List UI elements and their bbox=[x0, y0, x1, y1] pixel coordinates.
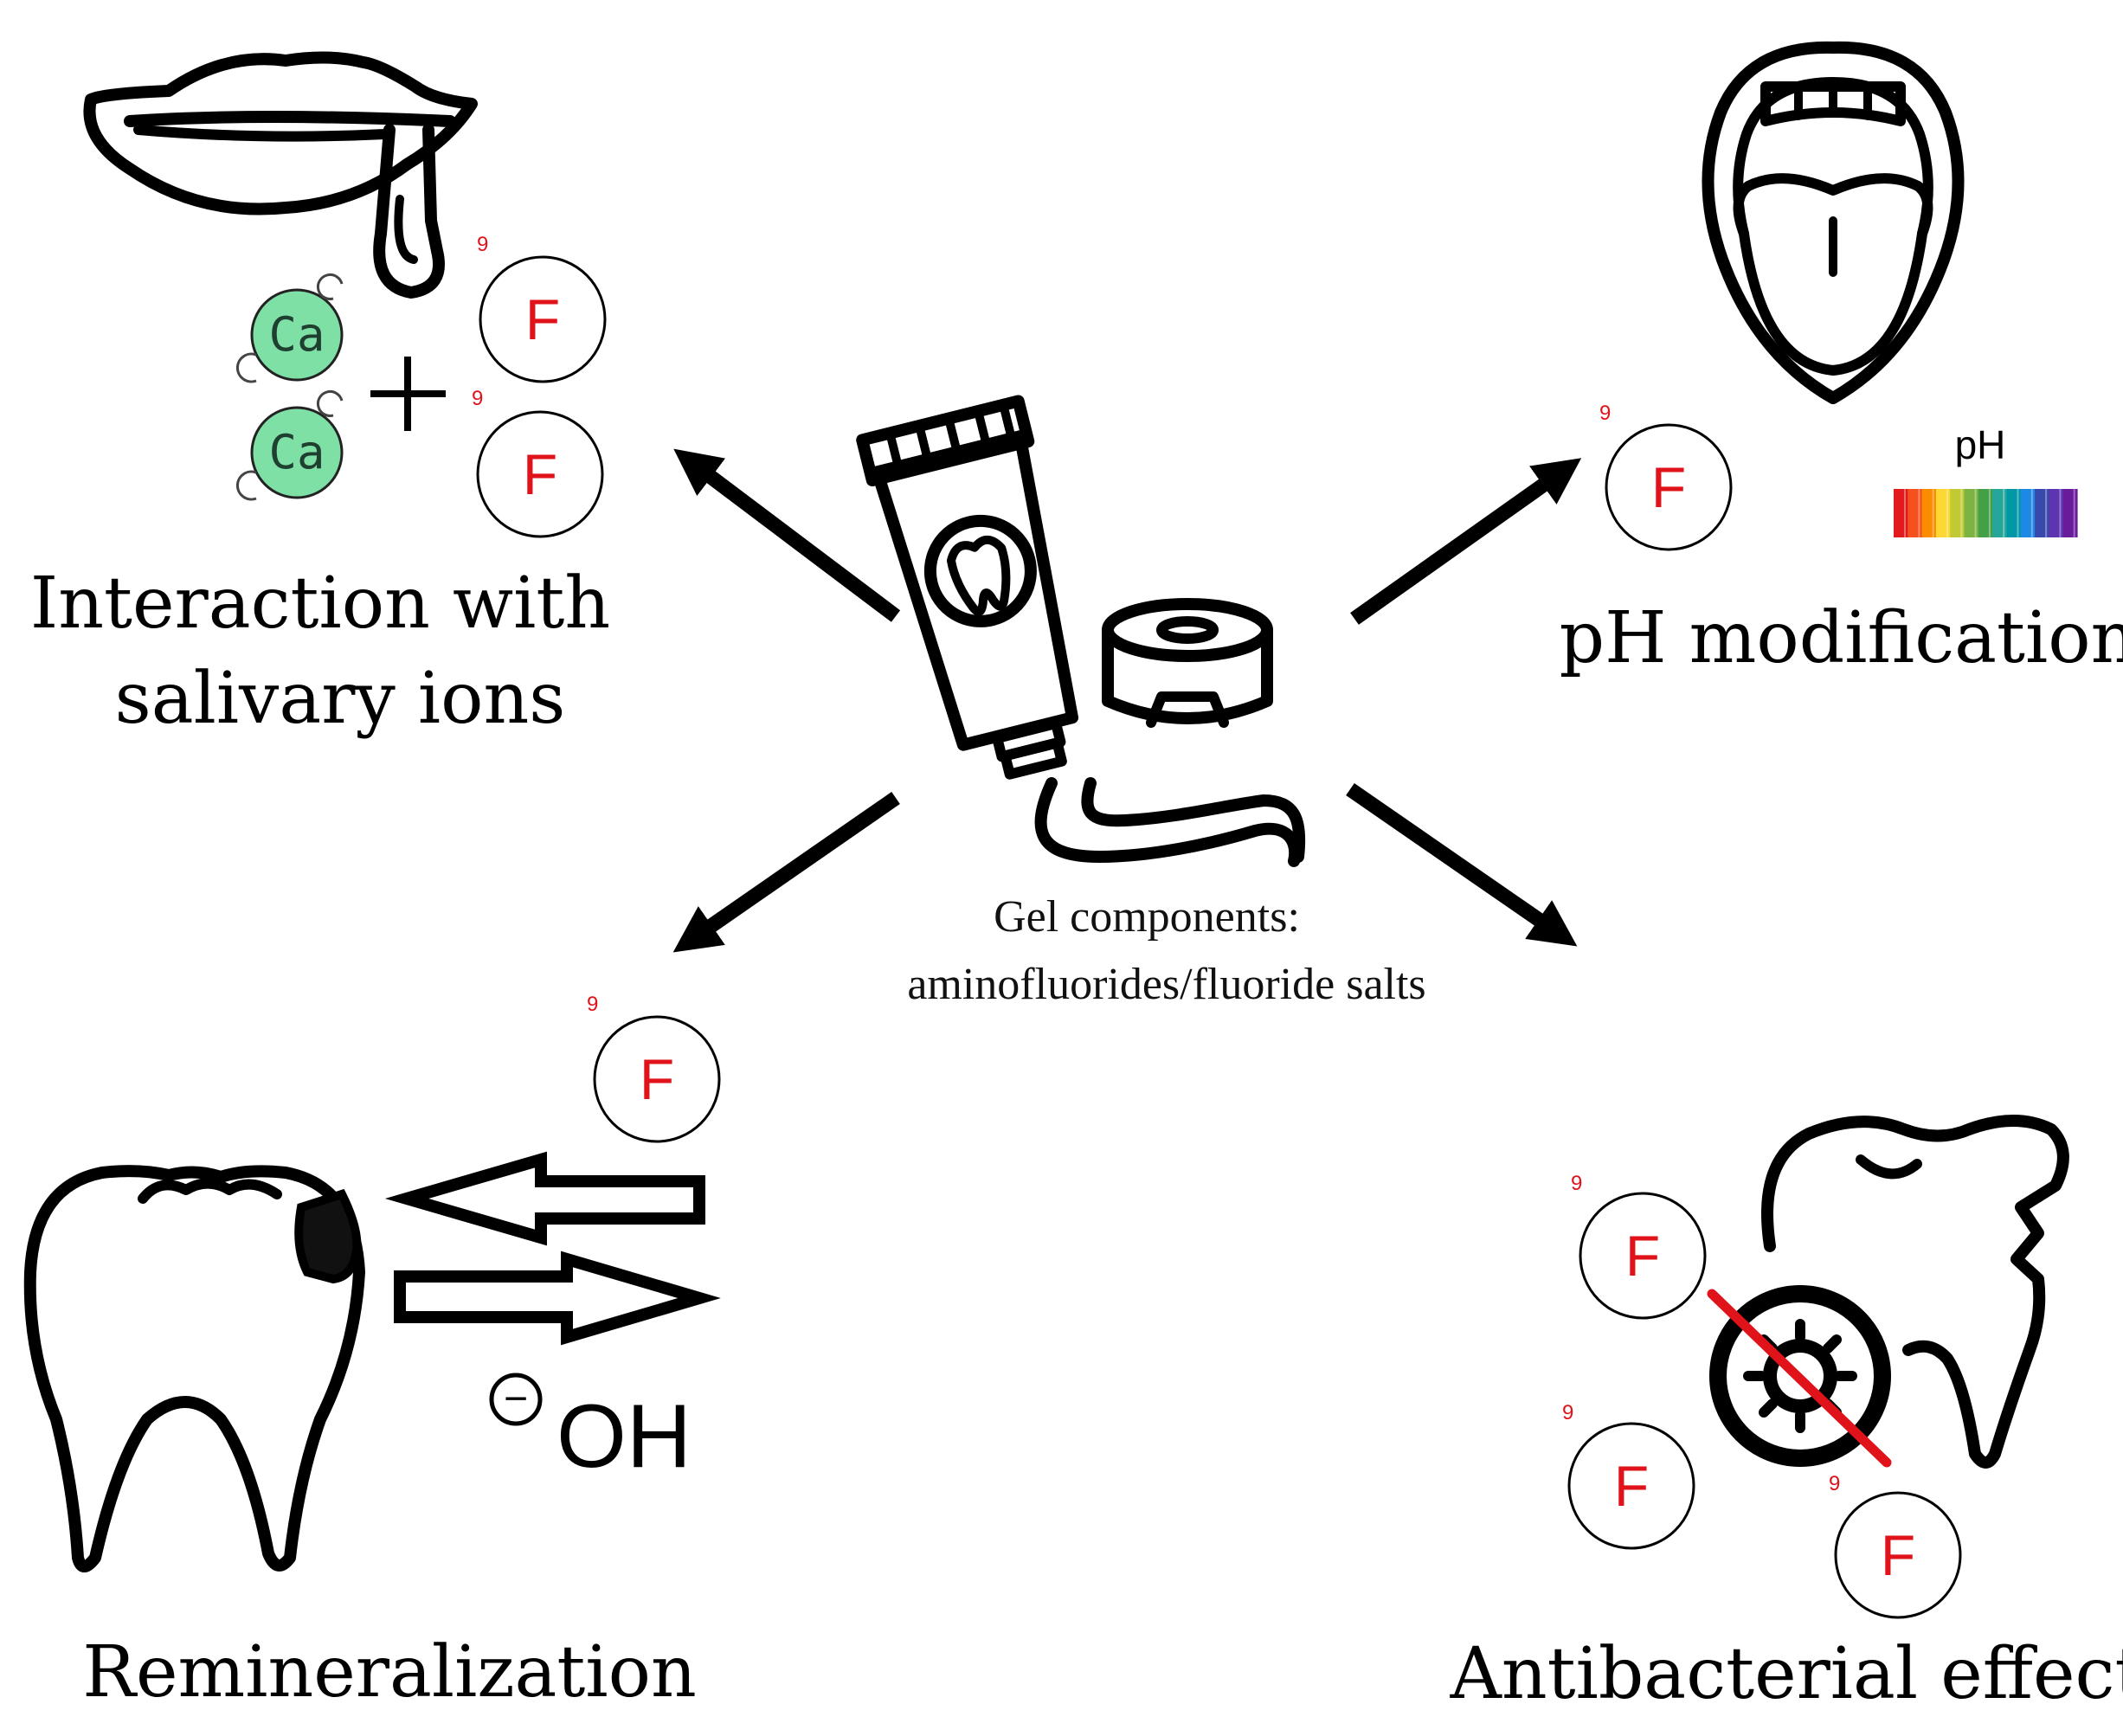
fluorine-number: 9 bbox=[1571, 1172, 1582, 1195]
gel-tube-icon bbox=[856, 395, 1306, 867]
decayed-tooth-icon bbox=[23, 1165, 365, 1572]
fluorine-symbol: F bbox=[640, 1047, 674, 1111]
salivary-label-line2: salivary ions bbox=[115, 658, 566, 740]
fluorine-atom-remineralization: F 9 bbox=[587, 993, 721, 1143]
ph-scale-band bbox=[2049, 489, 2064, 537]
fluorine-number: 9 bbox=[477, 233, 488, 256]
ph-scale-band bbox=[2020, 489, 2036, 537]
gel-cap-icon bbox=[1102, 598, 1273, 728]
antibacterial-label: Antibacterial effect bbox=[1450, 1633, 2123, 1715]
fluorine-atom-antibacterial-1: F 9 bbox=[1571, 1172, 1707, 1320]
fluorine-symbol: F bbox=[1881, 1523, 1915, 1587]
remineralization-label: Remineralization bbox=[82, 1631, 697, 1713]
fluorine-atom-salivary-2: F 9 bbox=[472, 387, 604, 538]
ph-scale-band bbox=[1907, 489, 1923, 537]
fluorine-atom-antibacterial-3: F 9 bbox=[1829, 1472, 1962, 1619]
arrow-to-remineralization bbox=[672, 792, 900, 953]
calcium-ion-2: Ca bbox=[236, 389, 344, 501]
fluorine-number: 9 bbox=[1562, 1401, 1573, 1424]
hydroxide-label: OH bbox=[556, 1386, 692, 1487]
calcium-symbol-1: Ca bbox=[268, 307, 325, 362]
ph-scale-label: pH bbox=[1955, 422, 2006, 467]
hydroxide-ion: − OH bbox=[489, 1373, 692, 1487]
fluorine-number: 9 bbox=[1829, 1472, 1840, 1495]
ph-scale-band bbox=[1921, 489, 1937, 537]
arrow-to-salivary bbox=[673, 448, 901, 622]
fluorine-number: 9 bbox=[587, 993, 598, 1016]
fluorine-atom-ph: F 9 bbox=[1599, 402, 1733, 551]
ph-color-scale bbox=[1894, 489, 2078, 537]
exchange-arrow-left bbox=[384, 1151, 705, 1246]
ph-modification-label: pH modification bbox=[1560, 597, 2123, 679]
fluorine-symbol: F bbox=[1625, 1224, 1660, 1288]
open-mouth-tongue-icon bbox=[1702, 41, 1965, 404]
salivary-label-line1: Interaction with bbox=[30, 563, 610, 645]
center-caption-line1: Gel components: bbox=[994, 892, 1300, 942]
ph-scale-band bbox=[1950, 489, 1965, 537]
lips-saliva-icon bbox=[83, 51, 478, 299]
fluorine-symbol: F bbox=[1651, 455, 1686, 519]
strike-through-line bbox=[1707, 1289, 1892, 1468]
ph-scale-band bbox=[2062, 489, 2078, 537]
ph-scale-band bbox=[1992, 489, 2008, 537]
arrow-to-antibacterial bbox=[1346, 783, 1578, 947]
fluorine-number: 9 bbox=[1599, 402, 1611, 425]
arrow-to-ph bbox=[1350, 458, 1582, 625]
fluorine-atom-salivary-1: F 9 bbox=[477, 233, 607, 383]
fluorine-number: 9 bbox=[472, 387, 483, 410]
fluorine-symbol: F bbox=[525, 287, 560, 351]
plus-sign bbox=[370, 357, 446, 431]
center-caption-line2: aminofluorides/fluoride salts bbox=[907, 960, 1425, 1009]
ph-scale-band bbox=[1964, 489, 1979, 537]
hydroxide-charge: − bbox=[504, 1376, 528, 1422]
fluorine-atom-antibacterial-2: F 9 bbox=[1562, 1401, 1695, 1550]
fluorine-symbol: F bbox=[523, 442, 557, 506]
ph-scale-band bbox=[1894, 489, 1908, 537]
calcium-ion-1: Ca bbox=[236, 273, 344, 383]
ph-scale-band bbox=[1935, 489, 1951, 537]
fluorine-symbol: F bbox=[1614, 1454, 1649, 1518]
ph-scale-band bbox=[1978, 489, 1993, 537]
chipped-tooth-icon bbox=[1761, 1115, 2069, 1469]
ph-scale-band bbox=[2035, 489, 2049, 537]
exchange-arrow-right bbox=[394, 1251, 721, 1346]
ph-scale-band bbox=[2006, 489, 2022, 537]
calcium-symbol-2: Ca bbox=[268, 425, 325, 479]
